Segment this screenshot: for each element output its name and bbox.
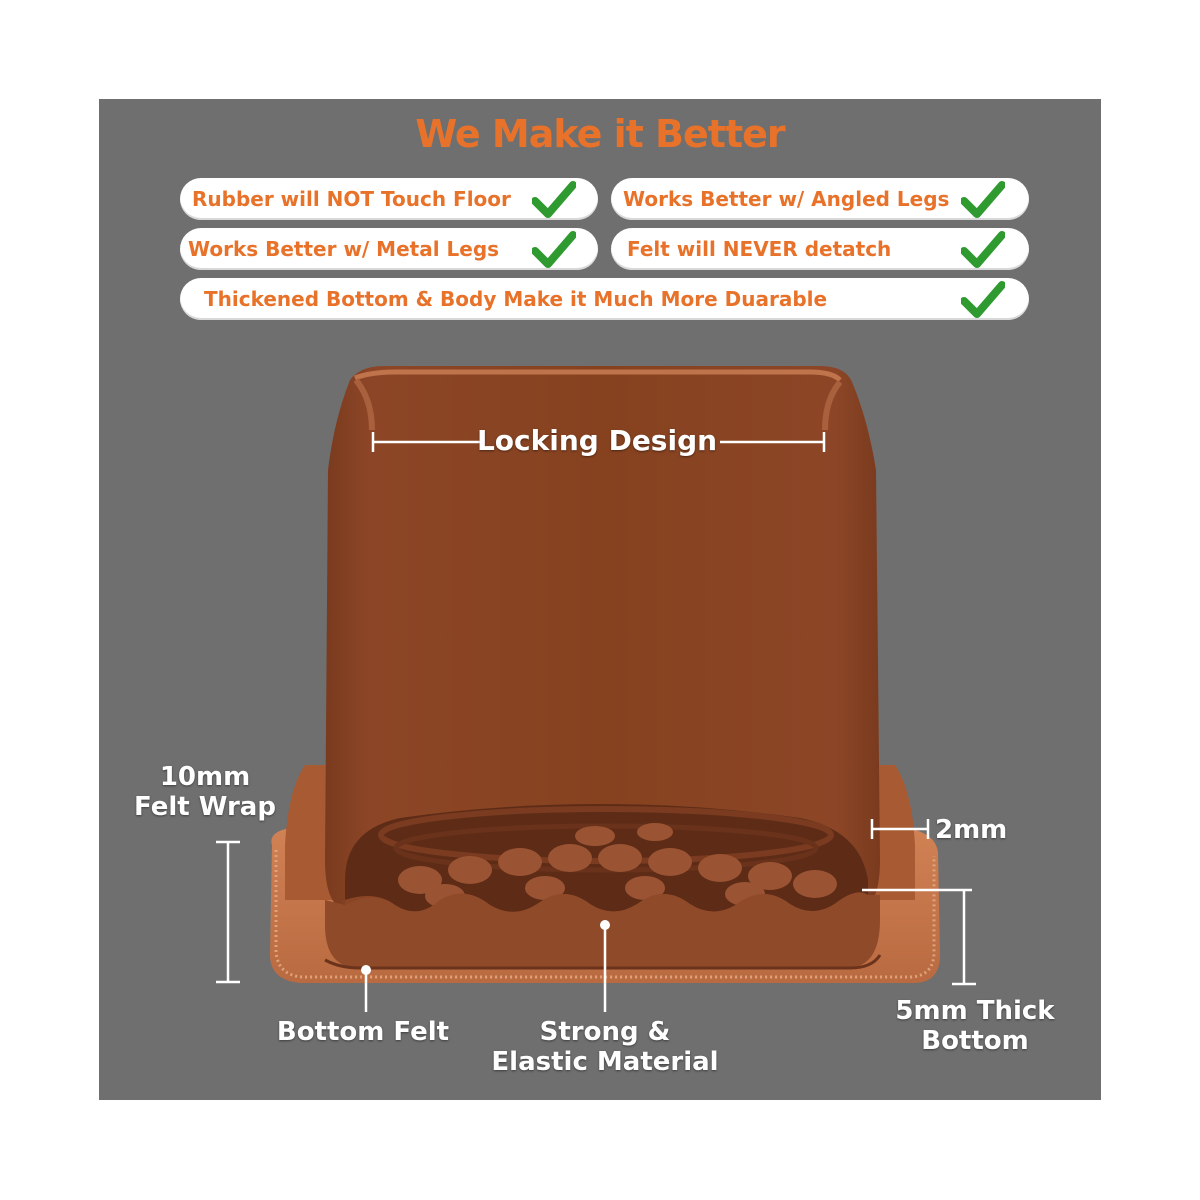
feature-label: Thickened Bottom & Body Make it Much Mor… <box>204 287 828 311</box>
thick-bottom-line-2: Bottom <box>921 1026 1029 1056</box>
thick-bottom-line-1: 5mm Thick <box>895 996 1055 1026</box>
feature-pill-rubber: Rubber will NOT Touch Floor <box>180 178 598 220</box>
wall-dimension-line <box>870 819 930 839</box>
feature-label: Works Better w/ Metal Legs <box>188 237 500 261</box>
feature-label: Works Better w/ Angled Legs <box>623 187 950 211</box>
thick-bottom-label: 5mm Thick Bottom <box>880 996 1070 1056</box>
felt-wrap-label: 10mm Felt Wrap <box>130 762 280 822</box>
locking-dimension-line <box>371 432 826 452</box>
check-icon <box>532 231 576 268</box>
page-title: We Make it Better <box>415 112 785 156</box>
wall-thickness-label: 2mm <box>935 815 1008 845</box>
cup-body <box>325 366 880 910</box>
bottom-felt-pointer <box>361 965 371 1012</box>
felt-wrap-text: Felt Wrap <box>134 792 276 822</box>
feature-label: Felt will NEVER detatch <box>627 237 892 261</box>
feature-label: Rubber will NOT Touch Floor <box>192 187 511 211</box>
feature-pill-felt-detach: Felt will NEVER detatch <box>611 228 1029 270</box>
material-line-2: Elastic Material <box>491 1047 719 1077</box>
material-line-1: Strong & <box>539 1017 671 1047</box>
felt-wrap-size: 10mm <box>159 762 251 792</box>
check-icon <box>532 181 576 218</box>
material-label: Strong & Elastic Material <box>480 1017 730 1077</box>
check-icon <box>961 231 1005 268</box>
check-icon <box>961 281 1005 318</box>
locking-design-label: Locking Design <box>476 424 718 457</box>
feature-pill-thickened-bottom: Thickened Bottom & Body Make it Much Mor… <box>180 278 1029 320</box>
felt-wrap-dimension-line <box>216 840 240 984</box>
feature-pill-metal-legs: Works Better w/ Metal Legs <box>180 228 598 270</box>
bottom-felt-label: Bottom Felt <box>276 1017 450 1047</box>
material-pointer <box>600 920 610 1012</box>
check-icon <box>961 181 1005 218</box>
bottom-thickness-dimension-line <box>862 888 976 986</box>
feature-pill-angled-legs: Works Better w/ Angled Legs <box>611 178 1029 220</box>
